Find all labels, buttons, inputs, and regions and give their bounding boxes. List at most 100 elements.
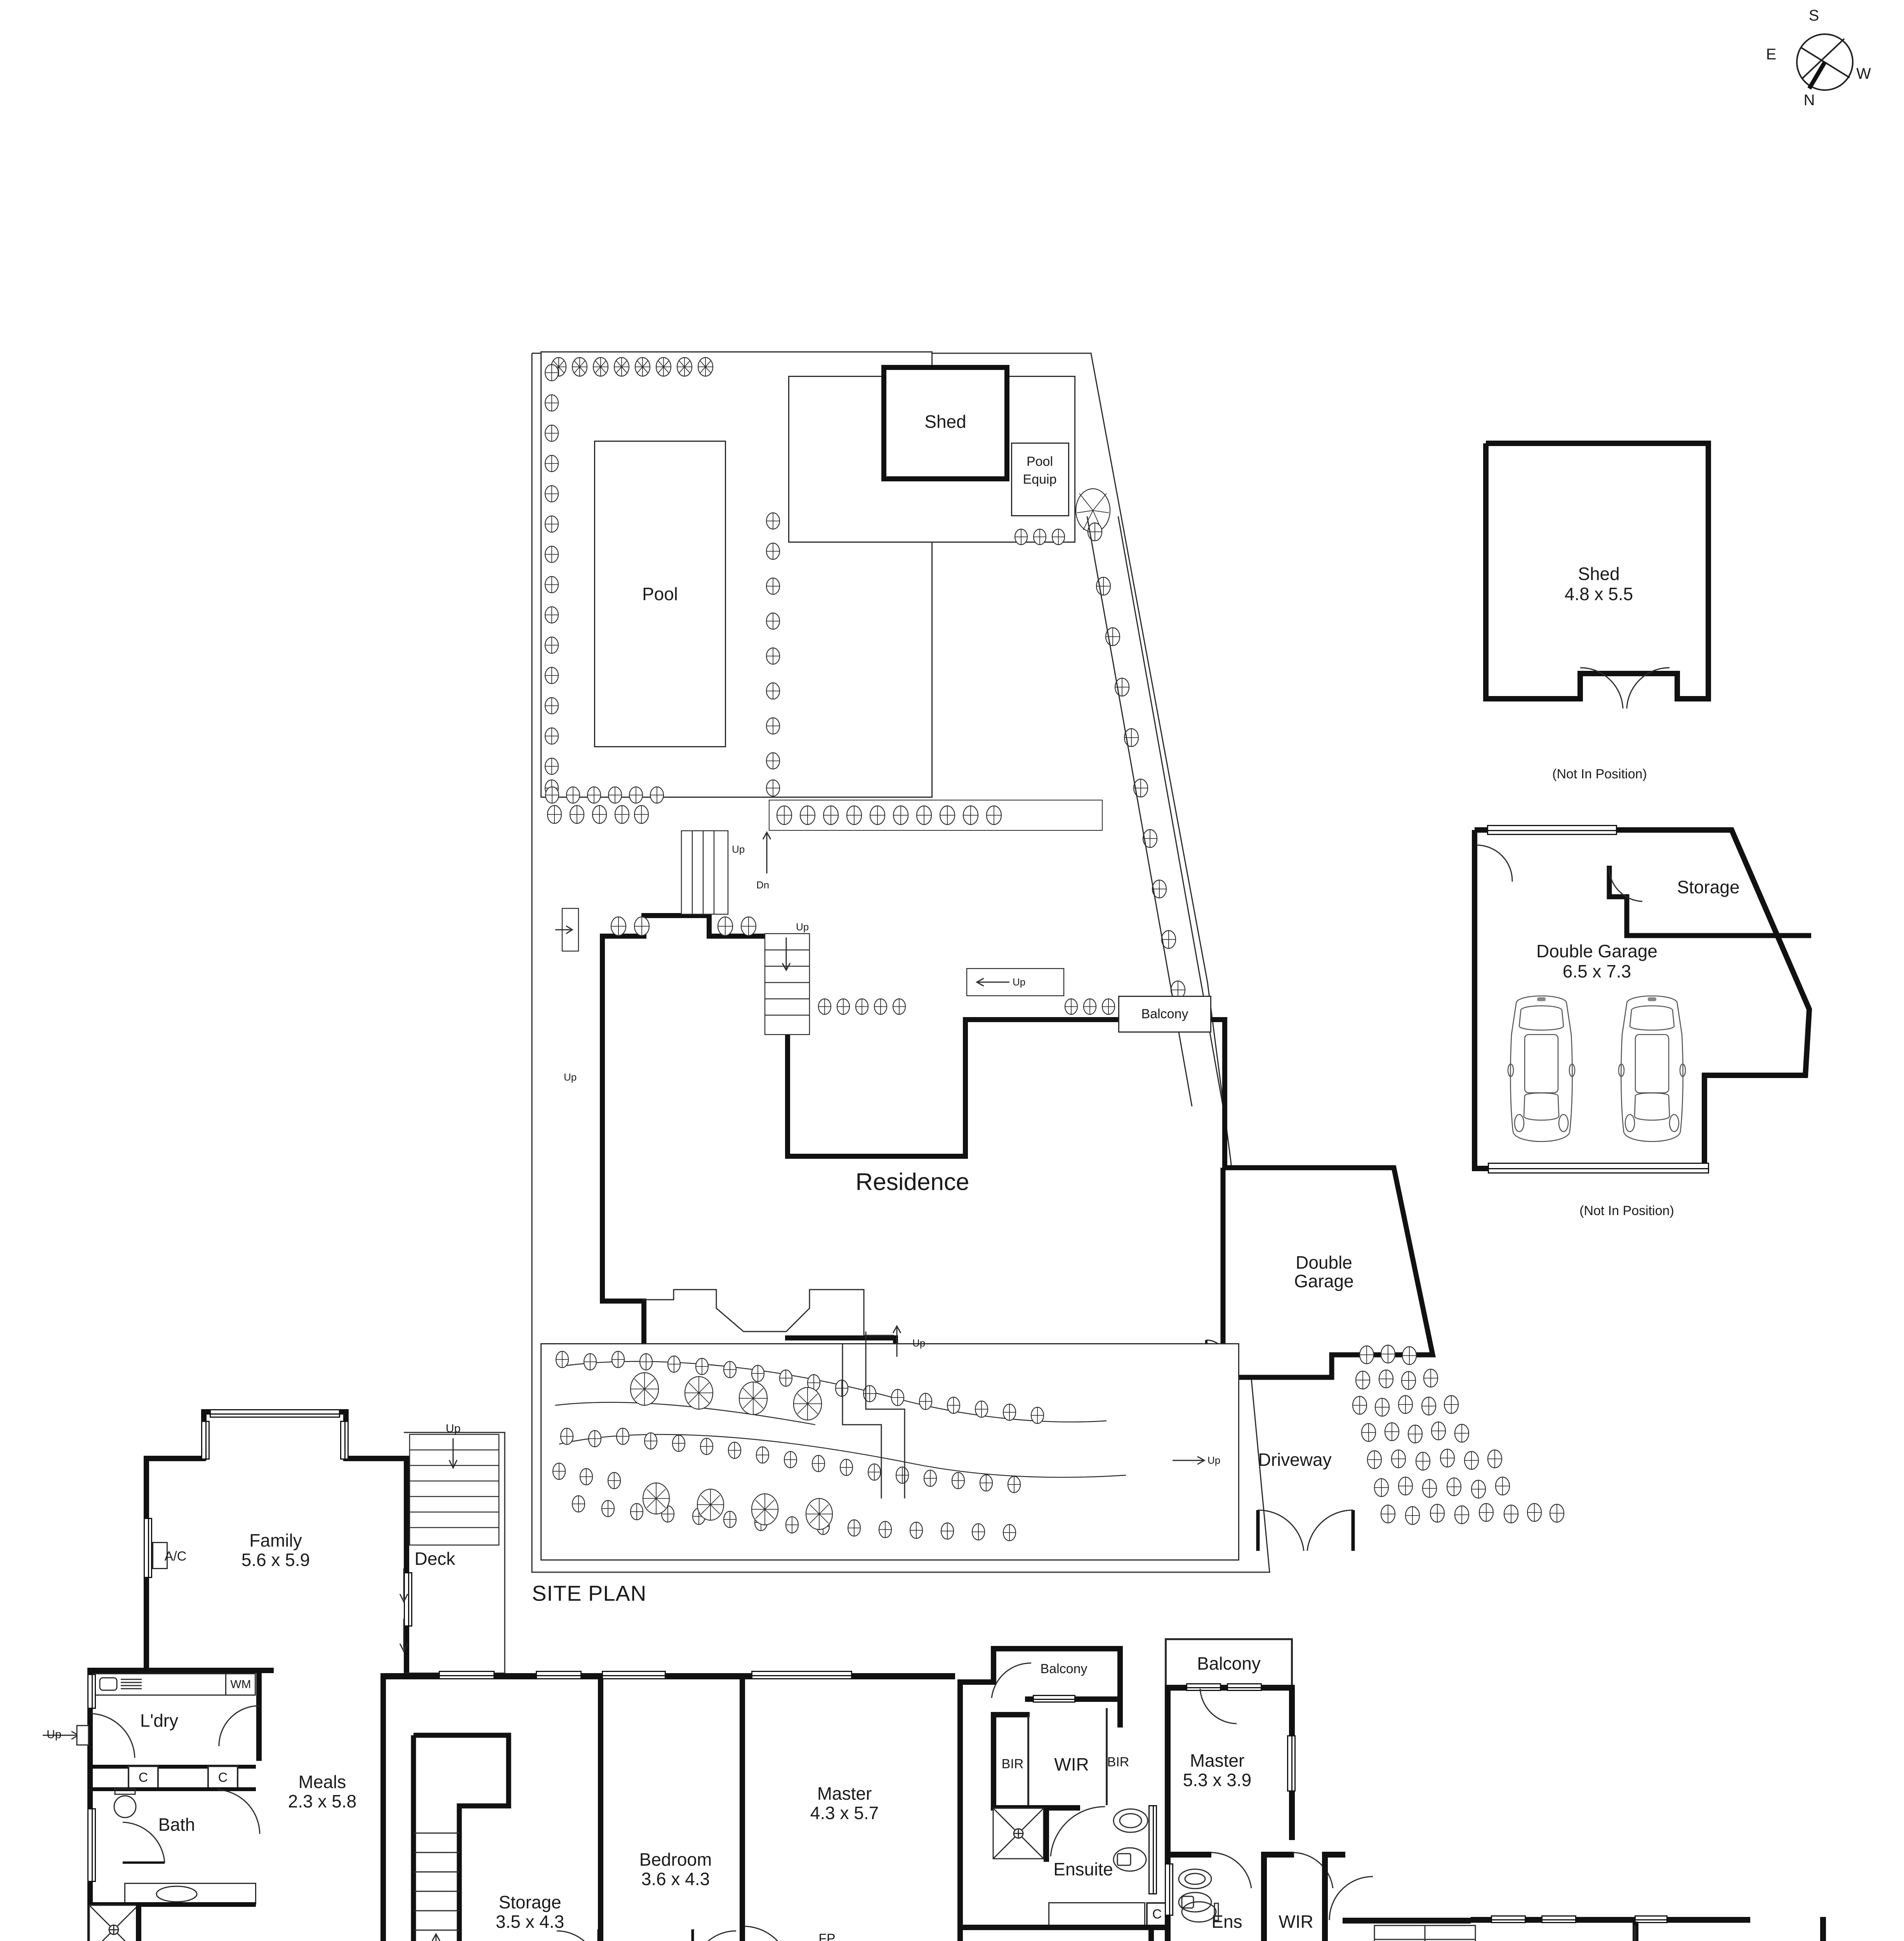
compass-label-north: N xyxy=(1803,92,1815,109)
bir-label-gf-2: BIR xyxy=(1107,1755,1129,1770)
site-stair-dn-arrow xyxy=(762,831,771,873)
gf-window-n-2 xyxy=(536,1671,582,1679)
bath-door-ground xyxy=(122,1821,165,1864)
ff-basin-icon-ens xyxy=(1181,1901,1219,1923)
residence-wall-balcony-l xyxy=(963,1017,968,1159)
site-stair-up-1: Up xyxy=(732,843,745,855)
garage-label-site-1: Double xyxy=(1296,1252,1352,1273)
site-stair-west xyxy=(555,908,579,952)
site-boundary xyxy=(531,352,1270,1573)
gf-window-n-1 xyxy=(439,1671,495,1679)
gf-wir-wall-n xyxy=(957,1679,996,1685)
ff-wir-wall-l xyxy=(1261,1852,1267,1941)
site-stair-front xyxy=(892,1325,902,1357)
ff-stair xyxy=(1374,1925,1476,1941)
residence-bottom-jog xyxy=(643,1289,894,1336)
front-path xyxy=(842,1332,905,1498)
deck-stairs xyxy=(409,1434,500,1546)
shed-site xyxy=(881,365,1009,481)
garage-label-site-2: Garage xyxy=(1294,1271,1354,1291)
ldry-ext-arrow xyxy=(43,1725,89,1746)
site-stair-balcony xyxy=(966,968,1065,997)
pool-equip-box xyxy=(1011,443,1069,516)
site-stair-up-5: Up xyxy=(912,1337,926,1349)
ff-bed3-wall-e xyxy=(1820,1917,1826,1941)
ff-bir-rail-1 xyxy=(1634,1925,1636,1941)
pool-hedge-right xyxy=(766,512,780,797)
master-dims-gf: 4.3 x 5.7 xyxy=(810,1802,879,1823)
deck-rail-arrows xyxy=(399,1568,408,1653)
compass-rose xyxy=(1796,33,1854,91)
north-hedge-shrubs xyxy=(776,805,1002,825)
deck-label: Deck xyxy=(414,1548,455,1569)
ac-label: A/C xyxy=(164,1549,187,1564)
bir-label-gf-1: BIR xyxy=(1001,1757,1024,1772)
residence-wall-s5 xyxy=(785,1335,898,1340)
storage-door xyxy=(556,1929,600,1941)
laundry-wall-e xyxy=(256,1668,262,1761)
balcony-label-site: Balcony xyxy=(1141,1007,1188,1022)
basin-icon-ground xyxy=(156,1885,198,1903)
cupboard-1 xyxy=(128,1766,159,1789)
gf-balcony-wall-e xyxy=(1117,1646,1123,1727)
washing-machine xyxy=(225,1673,256,1696)
meals-wall-e xyxy=(380,1673,386,1941)
gf-ens-window-e xyxy=(1148,1805,1157,1894)
shed-inset-title: Shed xyxy=(1578,563,1620,584)
gf-wir-wall-n2 xyxy=(991,1646,996,1685)
laundry-door-ext xyxy=(89,1713,136,1758)
pool-label: Pool xyxy=(642,583,678,604)
ff-balcony-window-1 xyxy=(1186,1683,1221,1691)
gf-shower-wall-e xyxy=(1044,1807,1049,1862)
basin-icon-gf-ens xyxy=(1113,1808,1148,1833)
shower-wall-e xyxy=(136,1905,141,1941)
car-icon-2 xyxy=(1618,995,1686,1142)
residence-ne-shrubs xyxy=(717,916,757,936)
site-stair-north xyxy=(681,830,729,915)
residence-wall-w1 xyxy=(600,934,605,1302)
pool-equip-label-2: Equip xyxy=(1023,472,1057,487)
ff-ens-label: Ens xyxy=(1211,1911,1242,1932)
ff-wir-wall-top xyxy=(1261,1852,1294,1858)
ff-bed2-wall-n xyxy=(1471,1917,1750,1923)
ff-bed2-window-2 xyxy=(1541,1915,1576,1923)
ff-ens-door xyxy=(1211,1852,1252,1889)
bath-wall-n xyxy=(93,1787,256,1791)
shower-icon-ground xyxy=(89,1905,139,1941)
gf-balcony-window xyxy=(1033,1695,1075,1703)
garage-storage-label: Storage xyxy=(1677,877,1740,897)
residence-wall-s1 xyxy=(600,1299,646,1304)
wir-label-gf: WIR xyxy=(1054,1754,1089,1774)
ff-wir-door xyxy=(1292,1852,1334,1889)
pool-hedge-top xyxy=(551,357,714,377)
ff-master-hall-door xyxy=(1329,1876,1373,1920)
compass-label-east: E xyxy=(1766,46,1777,63)
ff-wir-wall-r2 xyxy=(1322,1852,1345,1858)
ff-ens-wall-n xyxy=(1165,1852,1211,1858)
laundry-door-int xyxy=(218,1705,260,1747)
ff-wir-wall-r xyxy=(1322,1852,1328,1941)
shed-inset-outline xyxy=(1483,441,1711,701)
site-stair-up-2: Up xyxy=(796,921,809,933)
ac-unit xyxy=(152,1542,168,1569)
gf-balcony-wall-n xyxy=(991,1646,1123,1651)
shed-inset-door xyxy=(1580,667,1670,709)
toilet-icon-gf-ens xyxy=(1113,1847,1147,1872)
driveway-gate xyxy=(1256,1509,1355,1551)
master-door-gf xyxy=(744,1925,778,1941)
balcony-label-gf: Balcony xyxy=(1040,1661,1088,1677)
pool-equip-label-1: Pool xyxy=(1026,454,1053,469)
residence-nw-shrubs xyxy=(610,916,650,936)
garage-inset-title: Double Garage xyxy=(1536,941,1657,961)
fp-label-living-n: FP xyxy=(818,1931,836,1941)
sitting-wall-e xyxy=(1148,1925,1154,1941)
toilet-icon-ground xyxy=(113,1788,137,1818)
gf-balcony-door xyxy=(991,1662,1032,1698)
ff-balcony-door xyxy=(1199,1688,1237,1724)
garage-inset-dims: 6.5 x 7.3 xyxy=(1562,961,1631,981)
laundry-up-marker: Up xyxy=(47,1728,62,1741)
gf-bir-wall-l xyxy=(991,1712,996,1809)
gf-window-n-3 xyxy=(602,1671,666,1679)
laundry-wall-n xyxy=(87,1668,274,1673)
